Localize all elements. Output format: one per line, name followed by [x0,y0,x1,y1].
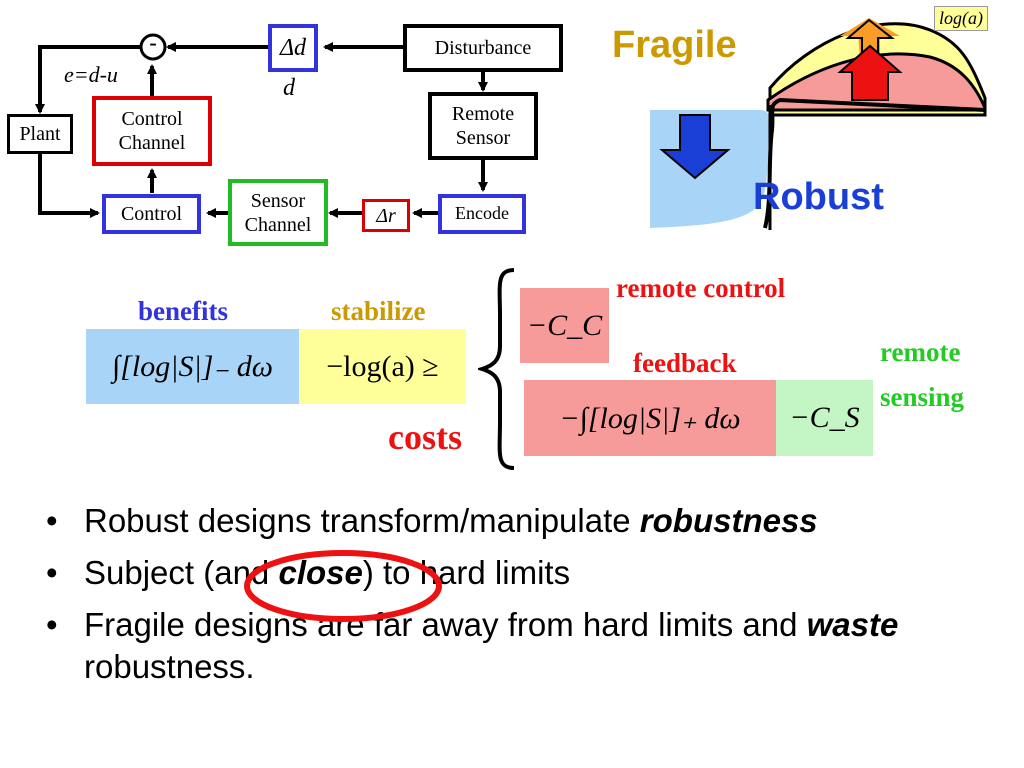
summing-junction [139,33,167,61]
encode-block: Encode [438,194,526,234]
delta-r-block: Δr [362,199,410,232]
delta-d-block: Δd [268,24,318,72]
highlight-ellipse [244,550,442,622]
remote-control-label: remote control [616,273,786,303]
log-a-label: log(a) [934,6,988,31]
disturbance-block: Disturbance [403,24,563,72]
d-label: d [283,75,295,101]
bullet-dot: • [46,502,58,539]
cc-term: −C_C [520,288,609,363]
benefits-term: ∫[log|S|]₋ dω [86,329,299,404]
control-channel-block: Control Channel [92,96,212,166]
fragile-label: Fragile [612,24,737,66]
remote-sensing-label-1: remote [880,337,961,367]
robustness-curve [650,18,987,230]
bullet-dot: • [46,553,58,591]
red-up-arrow [837,44,903,101]
feedback-term: −∫[log|S|]₊ dω [524,380,776,456]
feedback-label: feedback [633,348,737,378]
remote-sensor-block: Remote Sensor [428,92,538,160]
bullet-item: • Robust designs transform/manipulate ro… [40,500,1000,542]
stabilize-term: −log(a) ≥ [299,329,466,404]
remote-sensing-label-2: sensing [880,382,965,412]
sum-minus-sign: - [149,30,157,55]
plant-block: Plant [7,114,73,154]
bullet-dot: • [46,605,58,643]
costs-label: costs [388,417,462,457]
curly-brace [478,268,515,470]
stabilize-label: stabilize [331,296,426,326]
robust-label: Robust [753,176,884,218]
bullet-item: • Subject (and close) to hard limits [40,552,1000,594]
benefits-label: benefits [138,296,228,326]
wire-plant-control [38,152,100,218]
bullet-list: • Robust designs transform/manipulate ro… [40,500,1000,698]
cs-term: −C_S [776,380,873,456]
blue-down-arrow [659,114,731,180]
bullet-item: • Fragile designs are far away from hard… [46,605,899,685]
control-block: Control [102,194,201,234]
block-diagram-wires [35,33,488,218]
wire-sum-plant [35,45,140,114]
error-label: e=d-u [64,62,118,87]
sensor-channel-block: Sensor Channel [228,179,328,246]
